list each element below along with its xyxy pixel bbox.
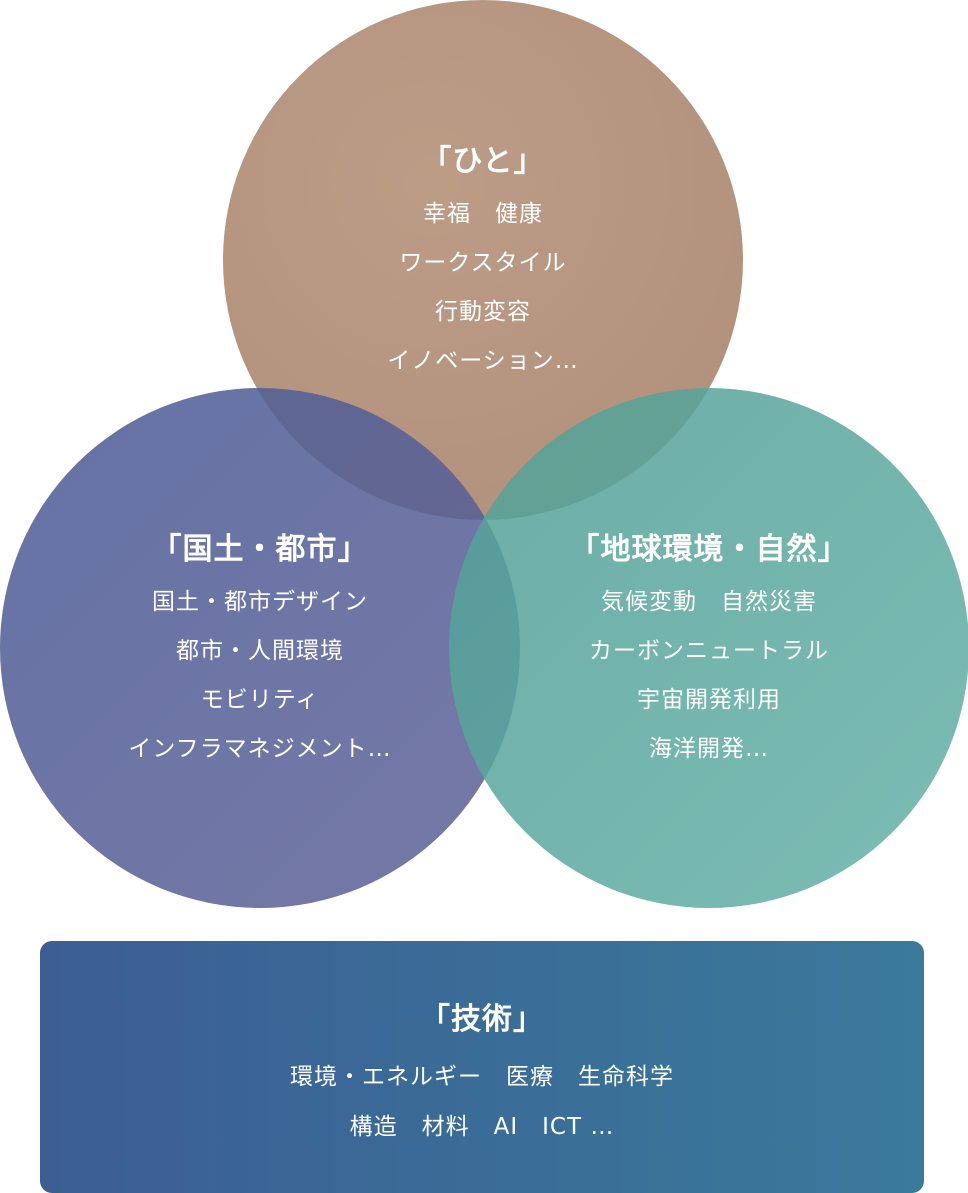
circle-environment-nature (449, 388, 968, 908)
environment-nature-item: 海洋開発… (649, 736, 769, 762)
people-item: ワークスタイル (399, 250, 567, 276)
environment-nature-item: 気候変動 自然災害 (601, 589, 817, 615)
technology-item: 環境・エネルギー 医療 生命科学 (290, 1064, 674, 1090)
people-label-block: 「ひと」 幸福 健康 ワークスタイル 行動変容 イノベーション… (283, 142, 683, 386)
land-city-item: 国土・都市デザイン (152, 589, 368, 615)
circle-land-city (0, 388, 520, 908)
technology-label-block: 「技術」 環境・エネルギー 医療 生命科学 構造 材料 AI ICT … (40, 1000, 924, 1152)
environment-nature-label-block: 「地球環境・自然」 気候変動 自然災害 カーボンニュートラル 宇宙開発利用 海洋… (509, 530, 909, 774)
people-item: イノベーション… (387, 348, 579, 374)
land-city-title: 「国土・都市」 (151, 532, 369, 567)
technology-title: 「技術」 (420, 1002, 544, 1037)
technology-box (40, 941, 924, 1193)
land-city-item: モビリティ (200, 687, 320, 713)
environment-nature-item: 宇宙開発利用 (637, 687, 781, 713)
environment-nature-item: カーボンニュートラル (589, 638, 829, 664)
land-city-item: 都市・人間環境 (176, 638, 344, 664)
people-item: 行動変容 (435, 299, 531, 325)
technology-item: 構造 材料 AI ICT … (349, 1114, 615, 1140)
people-title: 「ひと」 (421, 144, 545, 179)
land-city-item: インフラマネジメント… (128, 736, 392, 762)
land-city-label-block: 「国土・都市」 国土・都市デザイン 都市・人間環境 モビリティ インフラマネジメ… (60, 530, 460, 774)
people-item: 幸福 健康 (423, 201, 543, 227)
environment-nature-title: 「地球環境・自然」 (569, 532, 849, 567)
